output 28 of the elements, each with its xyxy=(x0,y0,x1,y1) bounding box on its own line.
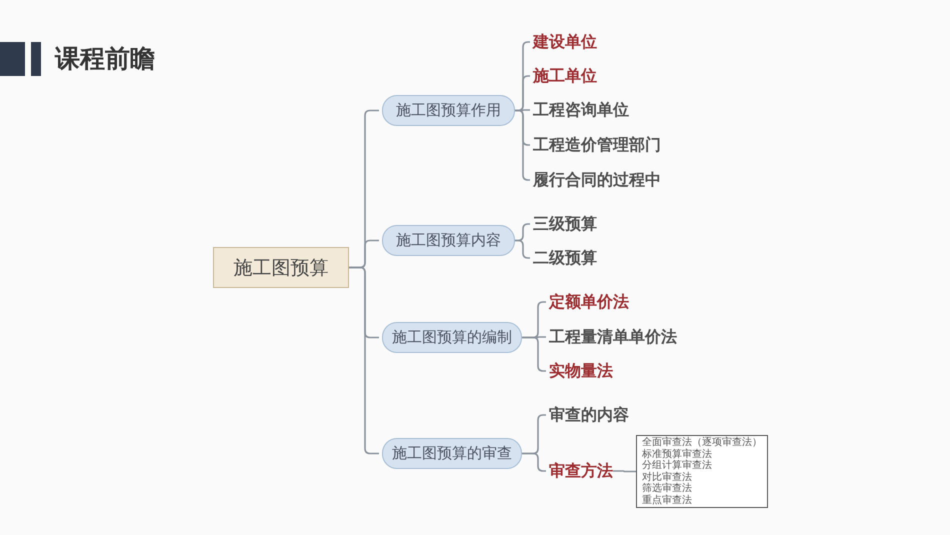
root-topic-box: 施工图预算 xyxy=(213,247,349,288)
connector-line xyxy=(613,470,636,472)
slide-title: 课程前瞻 xyxy=(55,43,155,75)
topic-pill: 施工图预算内容 xyxy=(382,225,515,256)
subtopic-text: 实物量法 xyxy=(549,359,613,383)
subtopic-text: 工程咨询单位 xyxy=(533,98,629,122)
connector-line xyxy=(522,452,546,472)
method-text: 全面审查法（逐项审查法） xyxy=(642,437,762,448)
topic-pill: 施工图预算的审查 xyxy=(382,438,522,469)
method-text: 筛选审查法 xyxy=(642,483,692,494)
topic-pill: 施工图预算的编制 xyxy=(382,322,522,353)
method-text: 标准预算审查法 xyxy=(642,448,712,460)
subtopic-text: 履行合同的过程中 xyxy=(533,168,661,192)
topic-pill: 施工图预算作用 xyxy=(382,95,515,126)
subtopic-text: 工程量清单单价法 xyxy=(549,325,677,349)
subtopic-text: 二级预算 xyxy=(533,246,597,270)
subtopic-text: 建设单位 xyxy=(533,30,597,54)
method-text: 重点审查法 xyxy=(642,494,692,506)
subtopic-text: 审查的内容 xyxy=(549,403,629,427)
method-list-box xyxy=(636,435,768,508)
subtopic-text: 定额单价法 xyxy=(549,290,629,314)
method-text: 分组计算审查法 xyxy=(642,460,712,472)
subtopic-text: 工程造价管理部门 xyxy=(533,133,661,157)
method-text: 对比审查法 xyxy=(642,472,692,482)
subtopic-text: 施工单位 xyxy=(533,64,597,88)
connector-line xyxy=(515,240,530,259)
subtopic-text: 三级预算 xyxy=(533,212,597,236)
subtopic-text: 审查方法 xyxy=(549,459,613,483)
